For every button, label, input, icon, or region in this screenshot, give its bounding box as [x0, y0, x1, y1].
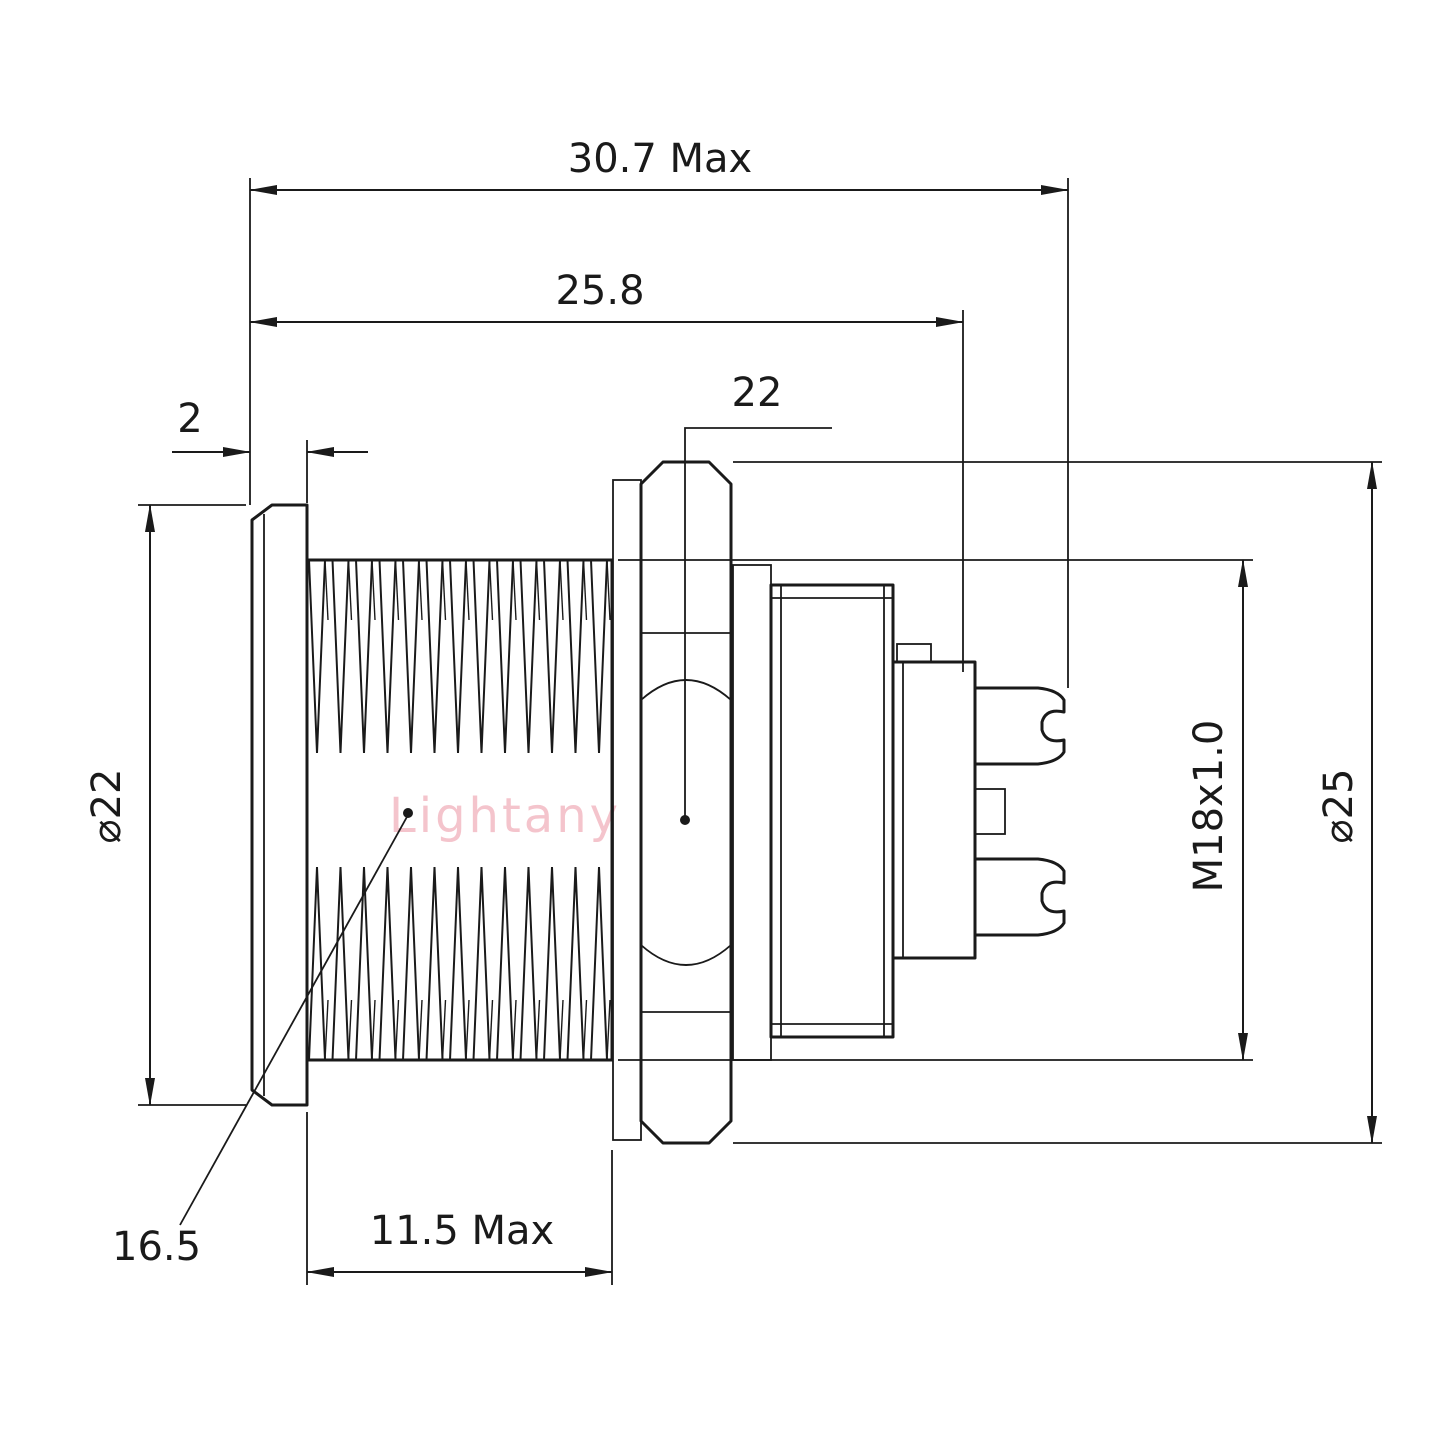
dimension-lines	[145, 185, 1377, 1277]
label-overall-length: 30.7 Max	[568, 136, 752, 182]
flange	[250, 503, 309, 1107]
leader-16-5	[179, 814, 409, 1226]
leader-dot-thread	[403, 808, 413, 818]
label-thread-spec: M18x1.0	[1186, 720, 1232, 893]
extension-lines	[138, 178, 1382, 1285]
watermark-text: Lightany	[389, 788, 621, 844]
label-25-8: 25.8	[555, 268, 644, 314]
leader-dot-nut	[680, 815, 690, 825]
label-16-5: 16.5	[112, 1224, 201, 1270]
lock-washer-right	[732, 564, 772, 1061]
connector-body-outline	[250, 460, 1066, 1145]
label-flange-thickness: 2	[177, 396, 202, 442]
leader-nut-flats	[684, 427, 832, 818]
label-thread-length: 11.5 Max	[370, 1208, 554, 1254]
connector-shell	[769, 583, 977, 1039]
label-nut-diameter: ⌀25	[1316, 769, 1362, 844]
label-nut-flats: 22	[732, 370, 783, 416]
rear-latch	[973, 686, 1066, 937]
hex-nut	[639, 460, 733, 1145]
label-flange-diameter: ⌀22	[84, 769, 130, 844]
leader-lines	[179, 427, 832, 1226]
threaded-shank	[305, 558, 614, 1062]
